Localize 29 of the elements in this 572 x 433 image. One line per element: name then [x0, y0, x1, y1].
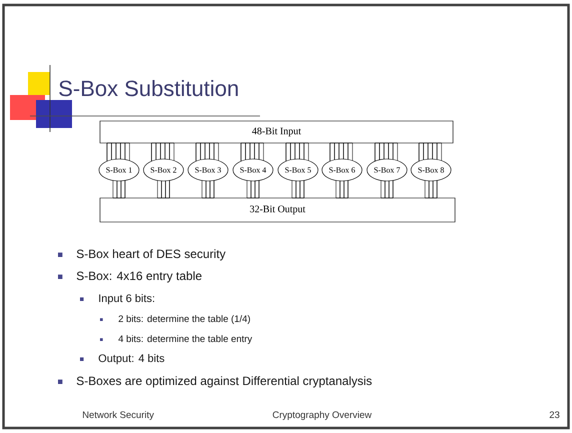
bullet-text: S-Box: 4x16 entry table: [76, 271, 202, 282]
wire-bundle: [292, 180, 304, 198]
wire-bundle: [330, 142, 353, 162]
bus-box: 48-Bit Input: [100, 120, 454, 144]
bullet-text: 4 bits: determine the table entry: [118, 335, 252, 344]
wire-bundle: [424, 180, 438, 198]
footer-text: 23: [550, 411, 560, 418]
wire-bundle: [196, 142, 219, 162]
wire-bundle: [151, 142, 174, 162]
wire-bundle: [380, 180, 394, 198]
wire-bundle: [246, 180, 260, 198]
footer-text: Cryptography Overview: [272, 411, 372, 420]
wire-bundle: [418, 142, 442, 162]
bullet-text: Input 6 bits:: [99, 294, 154, 304]
bullet-text: Output: 4 bits: [98, 354, 164, 364]
wire-bundle: [157, 180, 170, 198]
wire-bundle: [112, 180, 126, 198]
bullet-text: S-Boxes are optimized against Differential cryptanalysis: [76, 376, 372, 388]
bullet-text: 2 bits: determine the table (1/4): [118, 315, 250, 324]
wire-bundle: [106, 142, 130, 162]
wire-bundle: [336, 180, 348, 198]
wire-bundle: [240, 142, 264, 162]
wire-bundle: [202, 180, 214, 198]
bus-box: 32-Bit Output: [100, 198, 456, 222]
footer-text: Network Security: [83, 411, 154, 420]
slide-title: S-Box Substitution: [59, 80, 238, 96]
wire-bundle: [374, 142, 398, 162]
bullet-text: S-Box heart of DES security: [76, 249, 226, 260]
wire-bundle: [286, 142, 309, 162]
